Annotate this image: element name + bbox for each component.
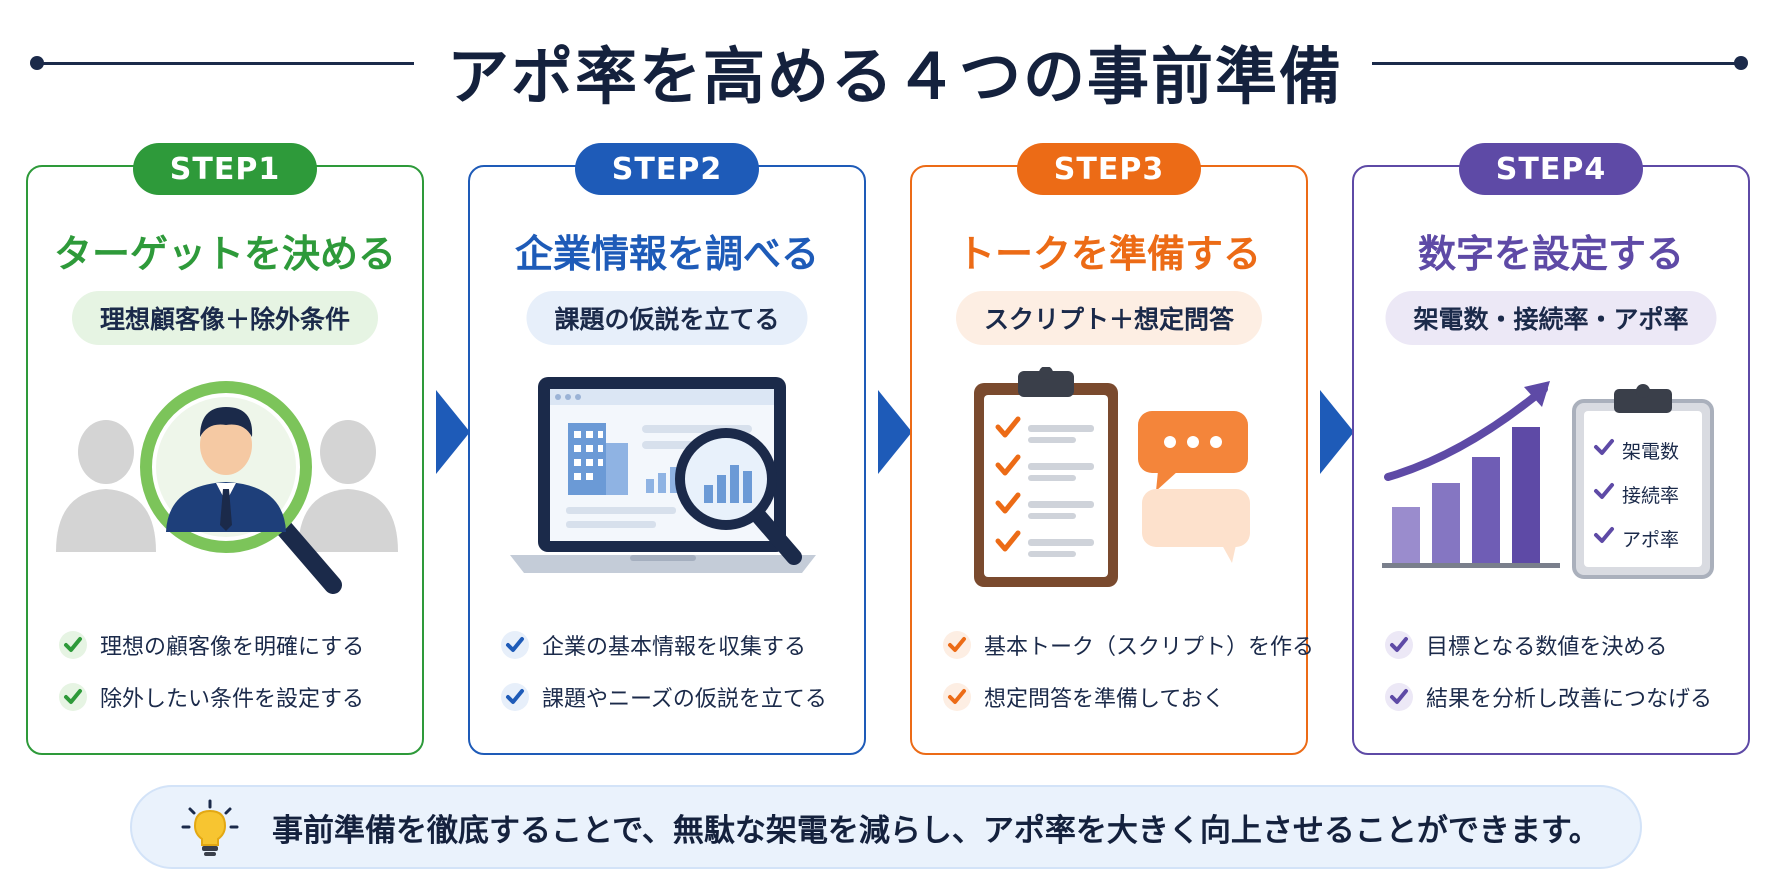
metric-checklist-item-2: 接続率 xyxy=(1622,485,1680,507)
list-item: 課題やニーズの仮説を立てる xyxy=(500,671,860,723)
list-item: 理想の顧客像を明確にする xyxy=(58,619,418,671)
step1-card: STEP1 ターゲットを決める 理想顧客像＋除外条件 理想の顧客像を明確にする … xyxy=(26,143,424,755)
list-item: 除外したい条件を設定する xyxy=(58,671,418,723)
step1-bullets: 理想の顧客像を明確にする 除外したい条件を設定する xyxy=(58,619,418,723)
step2-bullets: 企業の基本情報を収集する 課題やニーズの仮説を立てる xyxy=(500,619,860,723)
title-row: アポ率を高める４つの事前準備 xyxy=(0,0,1774,130)
step1-heading: ターゲットを決める xyxy=(53,232,396,276)
list-item: 目標となる数値を決める xyxy=(1384,619,1744,671)
list-item: 企業の基本情報を収集する xyxy=(500,619,860,671)
bullet-text: 目標となる数値を決める xyxy=(1426,635,1668,660)
title-dot-right xyxy=(1734,56,1748,70)
bullet-text: 基本トーク（スクリプト）を作る xyxy=(984,635,1315,660)
check-icon xyxy=(59,683,87,711)
step2-card: STEP2 企業情報を調べる 課題の仮説を立てる xyxy=(468,143,866,755)
growth-chart-checklist-icon xyxy=(1382,381,1714,579)
target-person-magnifier-icon xyxy=(56,381,398,594)
step3-bullets: 基本トーク（スクリプト）を作る 想定問答を準備しておく xyxy=(942,619,1314,723)
clipboard-chat-icon xyxy=(974,367,1250,587)
step4-card: STEP4 数字を設定する 架電数・接続率・アポ率 架電数 接続率 アポ率 目標… xyxy=(1352,143,1750,755)
step3-heading: トークを準備する xyxy=(956,232,1261,276)
check-icon xyxy=(943,631,971,659)
step2-subtitle: 課題の仮説を立てる xyxy=(526,291,808,345)
step3-subtitle: スクリプト＋想定問答 xyxy=(955,291,1263,345)
step2-heading: 企業情報を調べる xyxy=(514,232,819,276)
metric-checklist-item-1: 架電数 xyxy=(1622,441,1680,463)
check-icon xyxy=(501,631,529,659)
lightbulb-icon xyxy=(181,799,239,856)
check-icon xyxy=(59,631,87,659)
step-arrow-3 xyxy=(1320,390,1354,474)
step3-badge: STEP3 xyxy=(1017,143,1201,195)
step4-bullets: 目標となる数値を決める 結果を分析し改善につなげる xyxy=(1384,619,1744,723)
title-line-left xyxy=(36,62,414,65)
check-icon xyxy=(943,683,971,711)
step1-subtitle: 理想顧客像＋除外条件 xyxy=(71,291,379,345)
laptop-research-icon xyxy=(510,377,816,573)
check-icon xyxy=(1385,683,1413,711)
step1-badge: STEP1 xyxy=(133,143,317,195)
bullet-text: 企業の基本情報を収集する xyxy=(542,635,807,660)
step4-heading: 数字を設定する xyxy=(1417,232,1684,276)
metric-checklist-item-3: アポ率 xyxy=(1622,529,1680,551)
page-title: アポ率を高める４つの事前準備 xyxy=(446,40,1343,113)
step3-card: STEP3 トークを準備する スクリプト＋想定問答 基本トーク（スクリプト） xyxy=(910,143,1314,755)
bullet-text: 結果を分析し改善につなげる xyxy=(1426,687,1713,712)
list-item: 想定問答を準備しておく xyxy=(942,671,1302,723)
list-item: 結果を分析し改善につなげる xyxy=(1384,671,1744,723)
check-icon xyxy=(1385,631,1413,659)
check-icon xyxy=(501,683,529,711)
step4-badge: STEP4 xyxy=(1459,143,1643,195)
step2-badge: STEP2 xyxy=(575,143,759,195)
summary-banner: 事前準備を徹底することで、無駄な架電を減らし、アポ率を大きく向上させることができ… xyxy=(130,785,1642,869)
bullet-text: 除外したい条件を設定する xyxy=(100,687,365,712)
step-arrow-1 xyxy=(436,390,470,474)
bullet-text: 想定問答を準備しておく xyxy=(984,687,1225,712)
bullet-text: 課題やニーズの仮説を立てる xyxy=(542,687,827,712)
step4-subtitle: 架電数・接続率・アポ率 xyxy=(1385,291,1717,345)
bullet-text: 理想の顧客像を明確にする xyxy=(100,635,365,660)
step-arrow-2 xyxy=(878,390,912,474)
title-line-right xyxy=(1372,62,1740,65)
list-item: 基本トーク（スクリプト）を作る xyxy=(942,619,1314,671)
summary-text: 事前準備を徹底することで、無駄な架電を減らし、アポ率を大きく向上させることができ… xyxy=(272,812,1600,849)
